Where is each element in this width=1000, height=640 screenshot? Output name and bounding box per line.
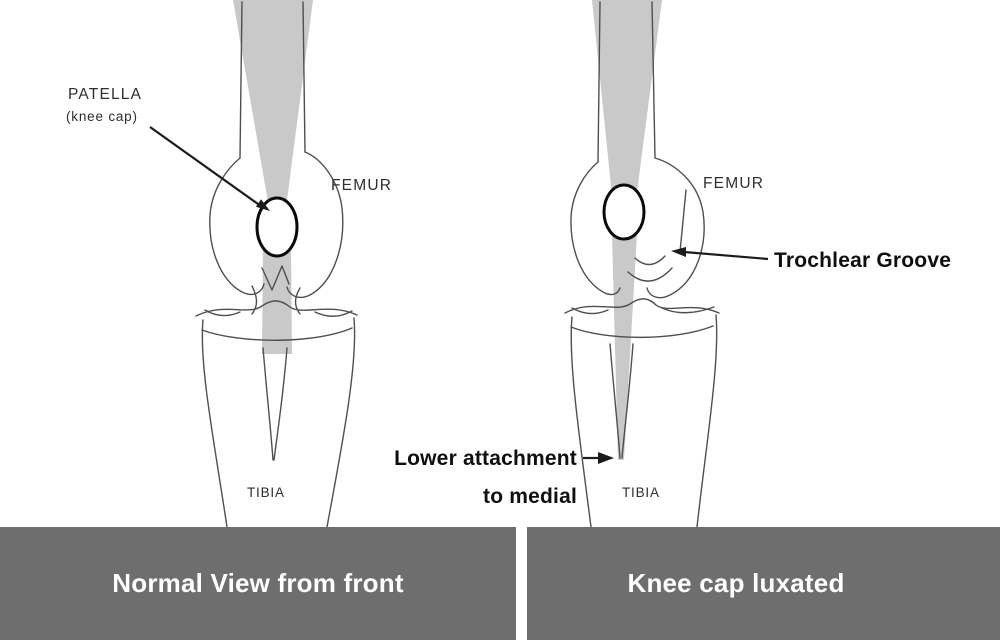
patella-pointer-arrow — [149, 126, 270, 211]
patellar-tendon-shape — [262, 246, 292, 354]
lower-attachment-sublabel: to medial — [483, 485, 577, 508]
bone-outlines-right — [564, 1, 720, 527]
patella-label: PATELLA — [68, 86, 142, 103]
caption-bars: Normal View from front Knee cap luxated — [0, 527, 1000, 640]
tibia-label-left: TIBIA — [247, 485, 285, 500]
normal-knee-drawing: PATELLA (knee cap) FEMUR TIBIA — [66, 0, 392, 527]
caption-knee-cap-luxated: Knee cap luxated — [527, 527, 1000, 640]
lower-attachment-arrow — [583, 452, 614, 464]
quadriceps-muscle-shape — [233, 0, 313, 202]
tibia-label-right: TIBIA — [622, 485, 660, 500]
lower-attachment-label: Lower attachment — [394, 447, 577, 470]
bone-outlines-left — [195, 1, 358, 527]
patella-sublabel: (knee cap) — [66, 109, 138, 124]
knee-anatomy-diagram: PATELLA (knee cap) FEMUR TIBIA — [66, 0, 951, 527]
caption-normal-view: Normal View from front — [0, 527, 516, 640]
luxated-knee-drawing: FEMUR Trochlear Groove Lower attachment … — [394, 0, 951, 527]
patella-luxated — [602, 183, 646, 241]
femur-label-left: FEMUR — [331, 177, 392, 194]
quadriceps-muscle-shape-right — [592, 0, 662, 196]
trochlear-groove-label: Trochlear Groove — [774, 249, 951, 272]
trochlear-groove-arrow — [671, 247, 769, 261]
femur-label-right: FEMUR — [703, 175, 764, 192]
patella-normal — [255, 196, 299, 258]
